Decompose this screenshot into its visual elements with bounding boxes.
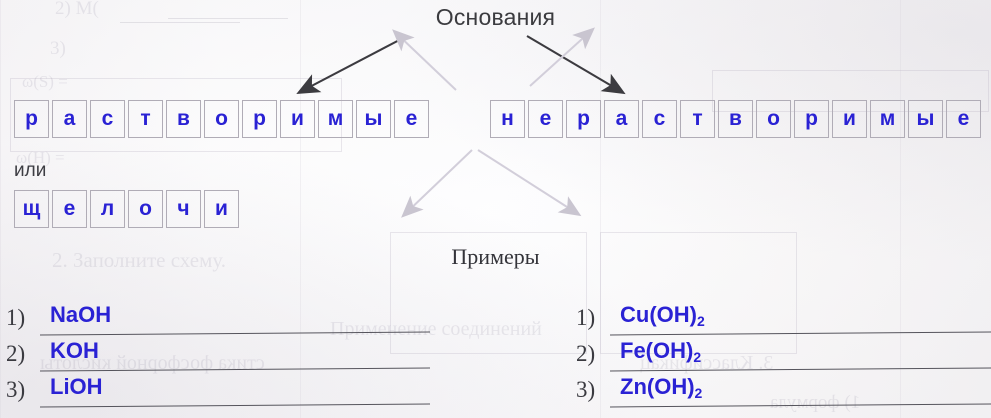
- letter-box[interactable]: щ: [14, 190, 49, 228]
- example-number: 2): [576, 341, 596, 366]
- answer-underline: [40, 367, 430, 372]
- example-number: 1): [6, 305, 26, 330]
- examples-right-column: 1) Cu(OH)2 2) Fe(OH)2 3) Zn(OH)2: [576, 302, 991, 411]
- letter-box[interactable]: в: [718, 100, 753, 138]
- example-row: 1) Cu(OH)2: [576, 302, 991, 339]
- answer-text[interactable]: Fe(OH)2: [620, 338, 702, 365]
- answer-underline: [610, 403, 991, 408]
- or-label: или: [14, 160, 47, 181]
- letter-box[interactable]: а: [52, 100, 87, 138]
- example-row: 3) Zn(OH)2: [576, 374, 991, 411]
- example-row: 3) LiOH: [6, 374, 436, 411]
- answer-underline: [610, 367, 991, 372]
- letter-box[interactable]: в: [166, 100, 201, 138]
- letter-box[interactable]: т: [128, 100, 163, 138]
- letter-box[interactable]: м: [870, 100, 905, 138]
- letter-box[interactable]: и: [204, 190, 239, 228]
- letter-box[interactable]: о: [128, 190, 163, 228]
- answer-text[interactable]: LiOH: [50, 374, 103, 399]
- letter-box[interactable]: е: [394, 100, 429, 138]
- letter-box[interactable]: и: [280, 100, 315, 138]
- answer-underline: [40, 403, 430, 408]
- example-number: 2): [6, 341, 26, 366]
- alkali-letter-row: щ е л о ч и: [14, 190, 239, 228]
- letter-box[interactable]: л: [90, 190, 125, 228]
- answer-underline: [610, 331, 991, 336]
- answer-text[interactable]: KOH: [50, 338, 99, 363]
- insoluble-letter-row: н е р а с т в о р и м ы е: [490, 100, 981, 138]
- answer-text[interactable]: Zn(OH)2: [620, 374, 703, 401]
- letter-box[interactable]: с: [90, 100, 125, 138]
- letter-box[interactable]: р: [242, 100, 277, 138]
- letter-box[interactable]: о: [756, 100, 791, 138]
- examples-left-column: 1) NaOH 2) KOH 3) LiOH: [6, 302, 436, 411]
- example-row: 1) NaOH: [6, 302, 436, 339]
- letter-box[interactable]: и: [832, 100, 867, 138]
- letter-box[interactable]: р: [566, 100, 601, 138]
- letter-box[interactable]: н: [490, 100, 525, 138]
- answer-text[interactable]: NaOH: [50, 302, 112, 327]
- letter-box[interactable]: р: [794, 100, 829, 138]
- letter-box[interactable]: ч: [166, 190, 201, 228]
- soluble-letter-row: р а с т в о р и м ы е: [14, 100, 429, 138]
- letter-box[interactable]: а: [604, 100, 639, 138]
- letter-box[interactable]: с: [642, 100, 677, 138]
- letter-box[interactable]: ы: [908, 100, 943, 138]
- letter-box[interactable]: м: [318, 100, 353, 138]
- letter-box[interactable]: е: [528, 100, 563, 138]
- examples-heading: Примеры: [451, 244, 540, 269]
- letter-box[interactable]: т: [680, 100, 715, 138]
- example-row: 2) Fe(OH)2: [576, 338, 991, 375]
- answer-text[interactable]: Cu(OH)2: [620, 302, 705, 329]
- example-number: 1): [576, 305, 596, 330]
- example-number: 3): [6, 377, 26, 402]
- letter-box[interactable]: о: [204, 100, 239, 138]
- example-row: 2) KOH: [6, 338, 436, 375]
- page-title: Основания: [435, 4, 556, 30]
- letter-box[interactable]: ы: [356, 100, 391, 138]
- example-number: 3): [576, 377, 596, 402]
- letter-box[interactable]: е: [946, 100, 981, 138]
- answer-underline: [40, 331, 430, 336]
- letter-box[interactable]: е: [52, 190, 87, 228]
- letter-box[interactable]: р: [14, 100, 49, 138]
